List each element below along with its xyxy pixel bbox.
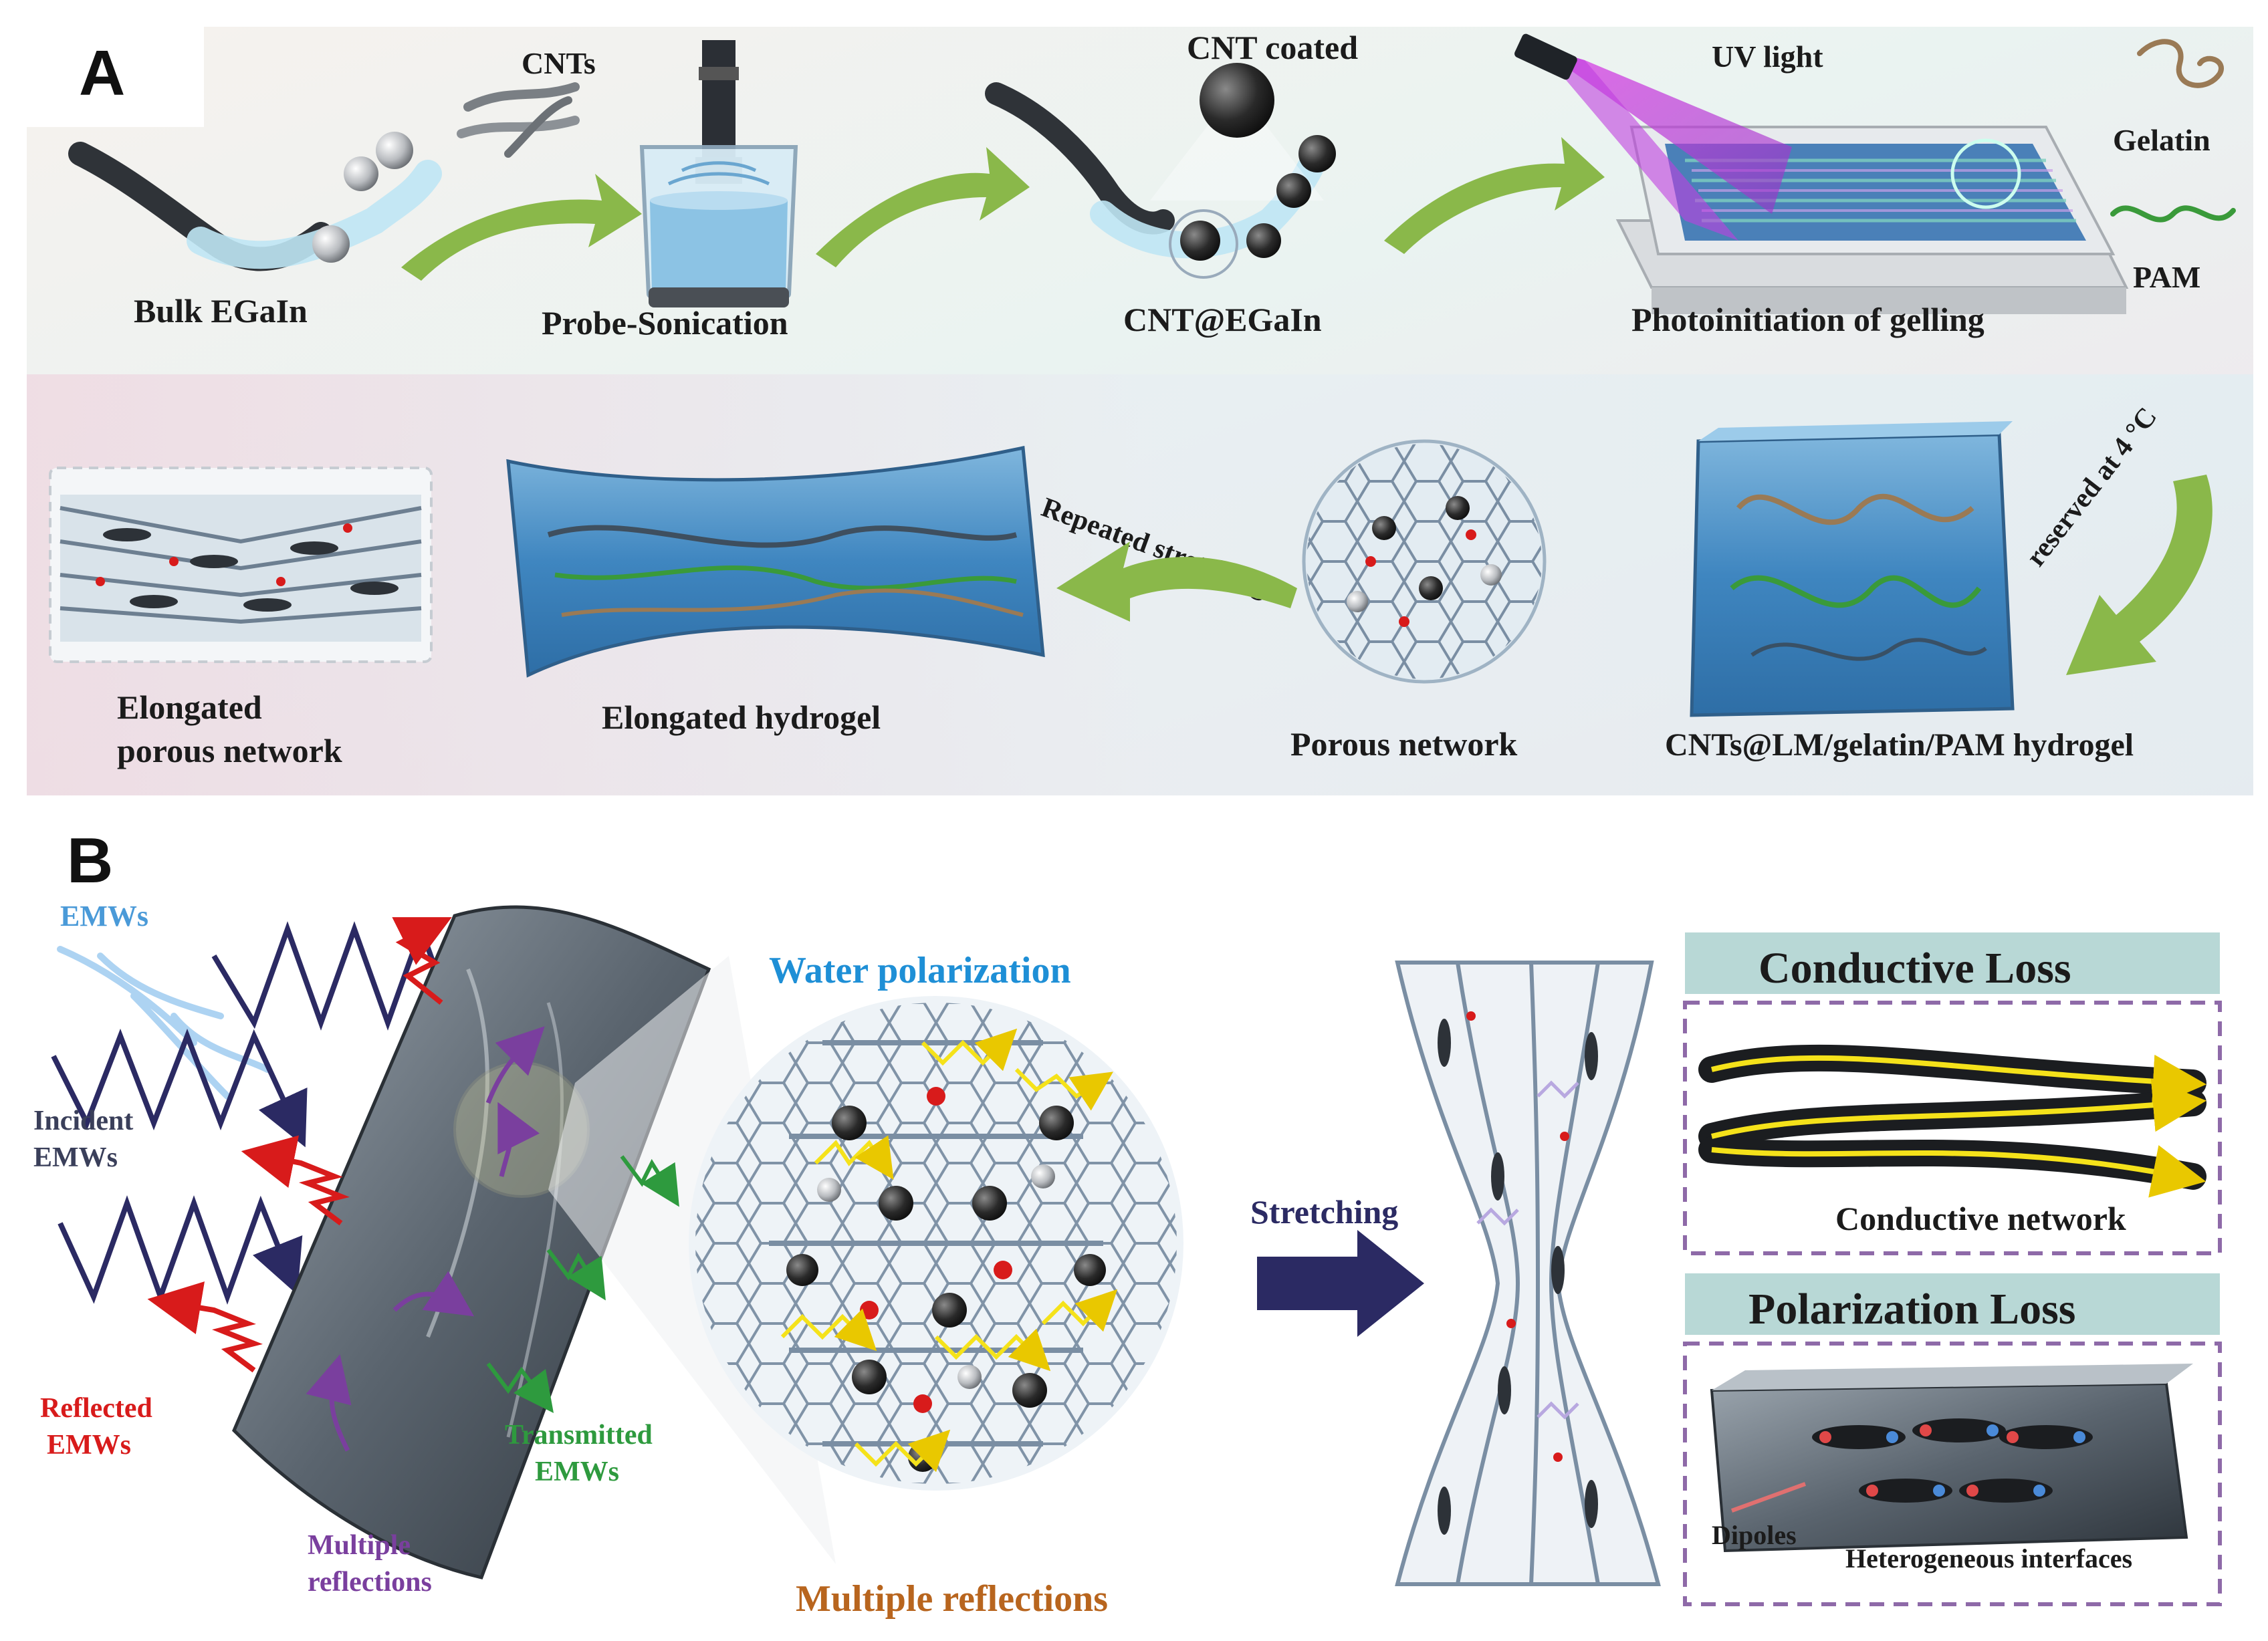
cnt-egain-droplet: [1180, 221, 1220, 261]
heterogeneous-interfaces-label: Heterogeneous interfaces: [1845, 1543, 2132, 1573]
stretched-porous-network-illustration: [1395, 961, 1661, 1586]
step-probe-sonication: Probe-Sonication: [542, 304, 788, 342]
incident-wave-2: [51, 1028, 308, 1148]
bulk-egain-illustration: [68, 132, 442, 271]
conductive-network-label: Conductive network: [1835, 1200, 2126, 1237]
green-arrow-1: [401, 174, 642, 281]
egain-droplet: [344, 156, 378, 191]
filler-ellipse: [1859, 1479, 1952, 1503]
cnt-egain-illustration: [985, 63, 1336, 279]
egain-droplet: [376, 132, 413, 169]
cnt-egain-droplet: [1246, 223, 1281, 258]
pam-swatch: [2110, 205, 2236, 223]
transmitted-wave-1: [620, 1155, 679, 1207]
uv-gelling-illustration: [1514, 33, 2129, 314]
green-arrow-3: [1384, 137, 1605, 254]
water-polarization-illustration: [689, 996, 1183, 1491]
internal-reflection-1: [485, 1026, 545, 1104]
incident-label-line-2: EMWs: [33, 1142, 118, 1173]
composite-hydrogel-label: CNTs@LM/gelatin/PAM hydrogel: [1665, 727, 2134, 763]
current-arrow: [1711, 1078, 2206, 1139]
panel-a-letter-box: [27, 27, 204, 127]
cnts-illustration: [457, 82, 580, 158]
step-photoinitiation: Photoinitiation of gelling: [1631, 301, 1984, 338]
internal-reflection-3: [392, 1271, 475, 1317]
transmitted-label-line-1: Transmitted: [505, 1420, 653, 1450]
step-bulk-egain: Bulk EGaIn: [134, 292, 308, 330]
filler-ellipse: [1812, 1425, 1906, 1449]
current-arrow: [1711, 1054, 2206, 1108]
cnt-coated-label: CNT coated: [1187, 29, 1358, 66]
egain-droplet: [312, 225, 350, 263]
pam-label: PAM: [2133, 260, 2200, 294]
incident-label-line-1: Incident: [33, 1106, 133, 1136]
polarization-loss-header: [1685, 1273, 2220, 1335]
cnt-egain-droplet: [1276, 173, 1311, 208]
elongated-porous-network-line-2: porous network: [117, 732, 342, 769]
incident-wave-3: [58, 1195, 303, 1305]
current-arrow: [1711, 1145, 2206, 1198]
heterogeneous-interface-illustration: [1710, 1364, 2193, 1553]
internal-reflection-4: [306, 1354, 352, 1452]
emw-source-illustration: [57, 946, 271, 1100]
multiple-reflections-small-line-1: Multiple: [308, 1530, 411, 1561]
transmitted-label-line-2: EMWs: [535, 1457, 619, 1487]
green-arrow-2: [816, 147, 1030, 267]
multiple-reflections-small-line-2: reflections: [308, 1567, 432, 1598]
water-polarization-label: Water polarization: [769, 950, 1071, 991]
transmitted-wave-3: [486, 1362, 554, 1413]
cnt-coated-sphere: [1200, 63, 1274, 138]
material-legend: Gelatin PAM: [2110, 39, 2236, 294]
porous-network-illustration: [1302, 439, 1547, 684]
composite-hydrogel-illustration: [1690, 421, 2015, 717]
conductive-loss-header: [1685, 932, 2220, 994]
step-cnt-egain: CNT@EGaIn: [1123, 301, 1322, 338]
filler-ellipse: [1912, 1418, 2006, 1442]
polarization-loss-title: Polarization Loss: [1748, 1285, 2076, 1334]
reflected-label-line-1: Reflected: [40, 1393, 152, 1424]
internal-reflection-2: [497, 1102, 540, 1177]
transmitted-wave-2: [546, 1249, 606, 1301]
filler-ellipse: [1999, 1425, 2093, 1449]
multiple-reflections-large-label: Multiple reflections: [796, 1578, 1108, 1620]
conductive-network-illustration: [1698, 1044, 2206, 1198]
panel-b-letter: B: [67, 825, 113, 896]
dipoles-label: Dipoles: [1712, 1520, 1797, 1550]
elongated-hydrogel-label: Elongated hydrogel: [602, 699, 881, 736]
porous-network-label: Porous network: [1290, 725, 1518, 763]
reflected-wave-1: [392, 917, 452, 1005]
probe-sonication-illustration: [639, 40, 798, 307]
gelatin-label: Gelatin: [2113, 123, 2210, 157]
filler-ellipse: [1959, 1479, 2053, 1503]
reflected-wave-2: [241, 1135, 350, 1226]
green-arrow-5: [2066, 475, 2213, 675]
reflected-label-line-2: EMWs: [47, 1430, 131, 1461]
green-arrow-4: [1056, 541, 1297, 622]
elongated-porous-network-line-1: Elongated: [117, 688, 262, 726]
cnt-egain-droplet: [1298, 135, 1336, 172]
emws-label: EMWs: [60, 900, 148, 932]
cnts-label: CNTs: [522, 46, 596, 80]
conductive-loss-title: Conductive Loss: [1759, 944, 2071, 993]
gelatin-swatch: [2137, 39, 2224, 88]
reflected-wave-3: [147, 1281, 263, 1373]
elongated-porous-network-illustration: [49, 467, 433, 663]
panel-a-letter: A: [79, 37, 125, 109]
panel-b: B EMWs Incident EMWs Reflected EMWs Tran…: [33, 825, 2222, 1620]
uv-light-label: UV light: [1712, 39, 1823, 74]
stretching-arrow: [1257, 1230, 1424, 1337]
panel-a: A Bulk EGaIn CNTs: [27, 27, 2253, 795]
elongated-hydrogel-illustration: [506, 445, 1045, 678]
stretching-label: Stretching: [1250, 1193, 1398, 1231]
